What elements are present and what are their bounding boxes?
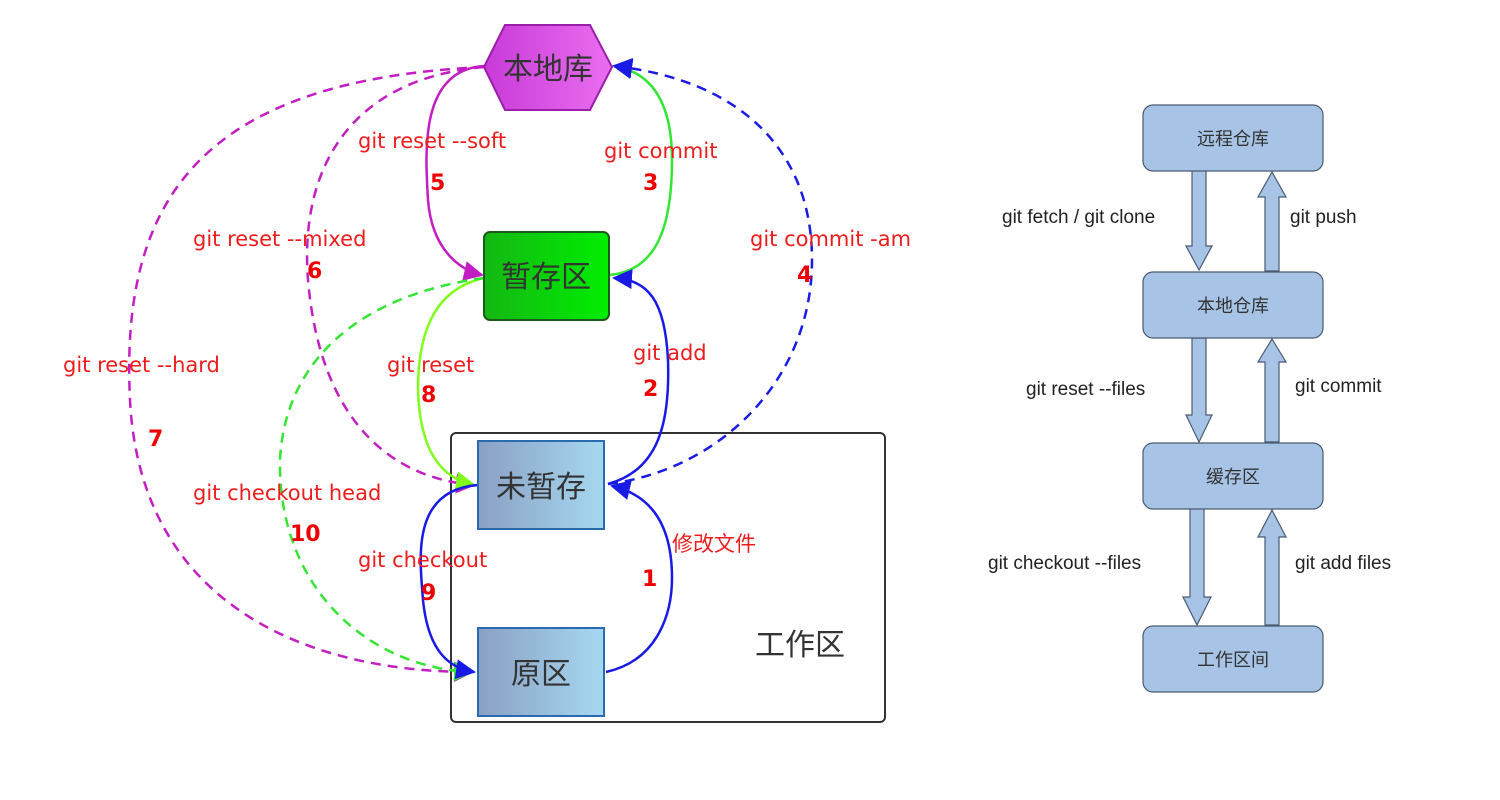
edge-3-number: 3 [643,171,658,196]
r-node-remote-repo [1142,104,1324,172]
node-original [477,627,605,717]
node-unstaged-label: 未暂存 [496,470,586,505]
edge-8-reset [416,276,485,492]
r-label-fetch-clone: git fetch / git clone [1002,207,1155,228]
edge-5-number: 5 [430,171,445,196]
edge-7-label: git reset --hard [63,353,220,377]
edge-3-commit [609,59,674,277]
node-local-repo [482,24,614,111]
edge-2-add [607,269,670,486]
edge-7-number: 7 [148,427,163,452]
edge-10-number: 10 [290,522,321,547]
edge-9-checkout [419,483,479,680]
node-original-label: 原区 [511,657,571,692]
edge-9-number: 9 [421,581,436,606]
r-label-push: git push [1290,207,1357,228]
edge-4-label: git commit -am [750,227,911,251]
edge-6-reset-mixed [305,65,485,494]
edge-1-label: 修改文件 [672,532,756,556]
edge-2-label: git add [633,341,707,365]
r-node-workspace-label: 工作区间 [1197,650,1269,671]
r-label-checkout-files: git checkout --files [988,553,1141,574]
node-local-repo-label: 本地库 [503,52,593,87]
r-label-add-files: git add files [1295,553,1391,574]
edge-1-number: 1 [642,567,657,592]
r-node-local-repo [1142,271,1324,339]
edge-8-label: git reset [387,353,474,377]
arrow-fetch-clone-down [1184,169,1214,272]
arrow-commit-up [1256,337,1288,443]
edge-6-label: git reset --mixed [193,227,366,251]
r-label-reset-files: git reset --files [1026,379,1145,400]
edge-7-reset-hard [128,65,485,682]
node-unstaged [477,440,605,530]
edge-6-number: 6 [307,259,322,284]
edge-10-checkout-head [278,276,485,682]
r-node-remote-repo-label: 远程仓库 [1197,129,1269,150]
edge-4-number: 4 [797,263,812,288]
workspace-zone-label: 工作区 [755,628,845,663]
edge-9-label: git checkout [358,548,487,572]
edge-2-number: 2 [643,377,658,402]
edge-4-commit-am [607,58,814,486]
r-node-cache [1142,442,1324,510]
r-node-cache-label: 缓存区 [1206,467,1260,488]
arrow-checkout-files-down [1182,507,1212,627]
r-label-commit: git commit [1295,376,1382,397]
arrow-push-up [1256,170,1288,272]
edge-3-label: git commit [604,139,717,163]
r-node-local-repo-label: 本地仓库 [1197,296,1269,317]
edge-5-label: git reset --soft [358,129,506,153]
edge-10-label: git checkout head [193,481,381,505]
arrow-add-files-up [1257,508,1287,626]
r-node-workspace [1142,625,1324,693]
node-staging [483,231,610,321]
edge-8-number: 8 [421,383,436,408]
edge-1-modify [605,480,674,674]
arrow-reset-files-down [1185,337,1213,444]
node-staging-label: 暂存区 [501,260,591,295]
edge-5-reset-soft [425,64,485,281]
